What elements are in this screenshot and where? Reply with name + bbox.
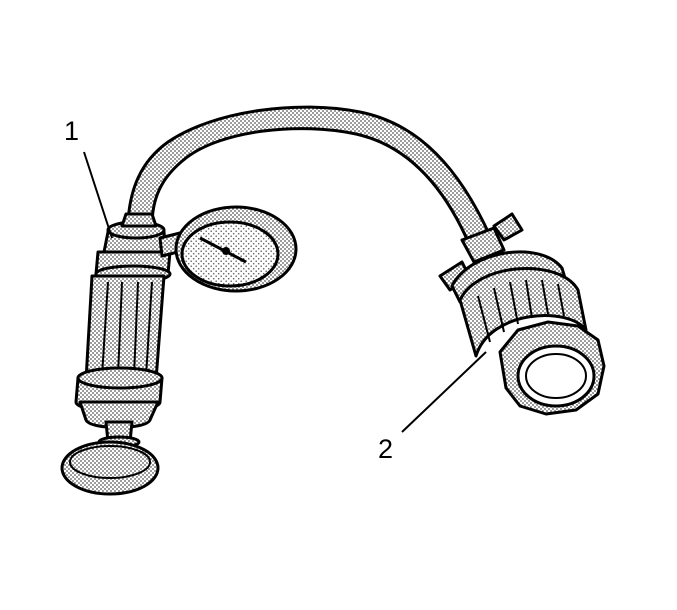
callout-2-leader (401, 351, 487, 433)
hose (126, 105, 492, 248)
callout-1-leader (83, 151, 113, 239)
hand-pump (60, 212, 172, 496)
pressure-gauge (158, 205, 298, 293)
callout-2-label: 2 (378, 434, 393, 464)
callout-1-label: 1 (64, 116, 79, 146)
radiator-cap-adapter (438, 212, 606, 416)
